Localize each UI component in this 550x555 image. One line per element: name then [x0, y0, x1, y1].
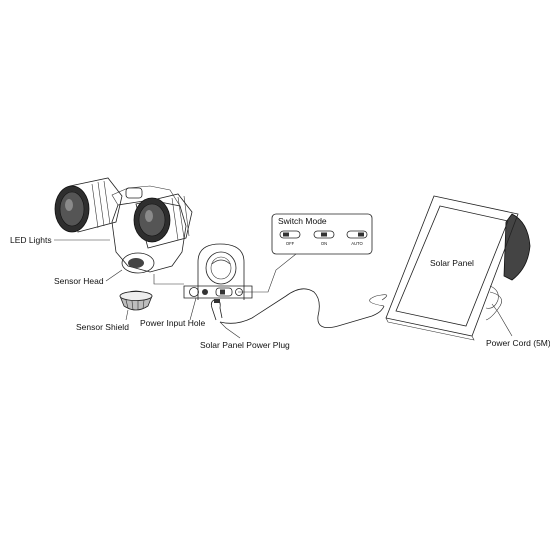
sensor-shield	[119, 290, 153, 311]
label-led-lights: LED Lights	[10, 235, 52, 245]
switch-off-label: OFF	[286, 241, 295, 246]
label-sensor-head: Sensor Head	[54, 276, 104, 286]
label-solar-panel: Solar Panel	[430, 258, 474, 268]
left-led-head	[54, 177, 123, 233]
label-power-cord: Power Cord (5M)	[486, 338, 550, 348]
right-led-head	[133, 193, 193, 249]
power-cord-coil	[369, 291, 502, 321]
label-sensor-shield: Sensor Shield	[76, 322, 129, 332]
switch-auto-label: AUTO	[351, 241, 363, 246]
solar-panel-power-plug	[210, 299, 223, 321]
switch-auto: AUTO	[346, 230, 368, 246]
power-cord	[219, 288, 385, 329]
floodlight-assembly	[54, 177, 193, 274]
switch-mode-title: Switch Mode	[278, 216, 327, 226]
switch-on: ON	[313, 230, 335, 246]
leader-lines	[54, 239, 513, 339]
solar-panel	[385, 195, 531, 341]
label-power-input-hole: Power Input Hole	[140, 318, 205, 328]
switch-on-label: ON	[321, 241, 327, 246]
sensor-head	[121, 252, 155, 274]
control-box	[183, 243, 253, 300]
label-solar-panel-power-plug: Solar Panel Power Plug	[200, 340, 290, 350]
switch-mode-panel: Switch Mode OFF ON AUTO	[271, 213, 373, 255]
switch-off: OFF	[279, 230, 301, 246]
